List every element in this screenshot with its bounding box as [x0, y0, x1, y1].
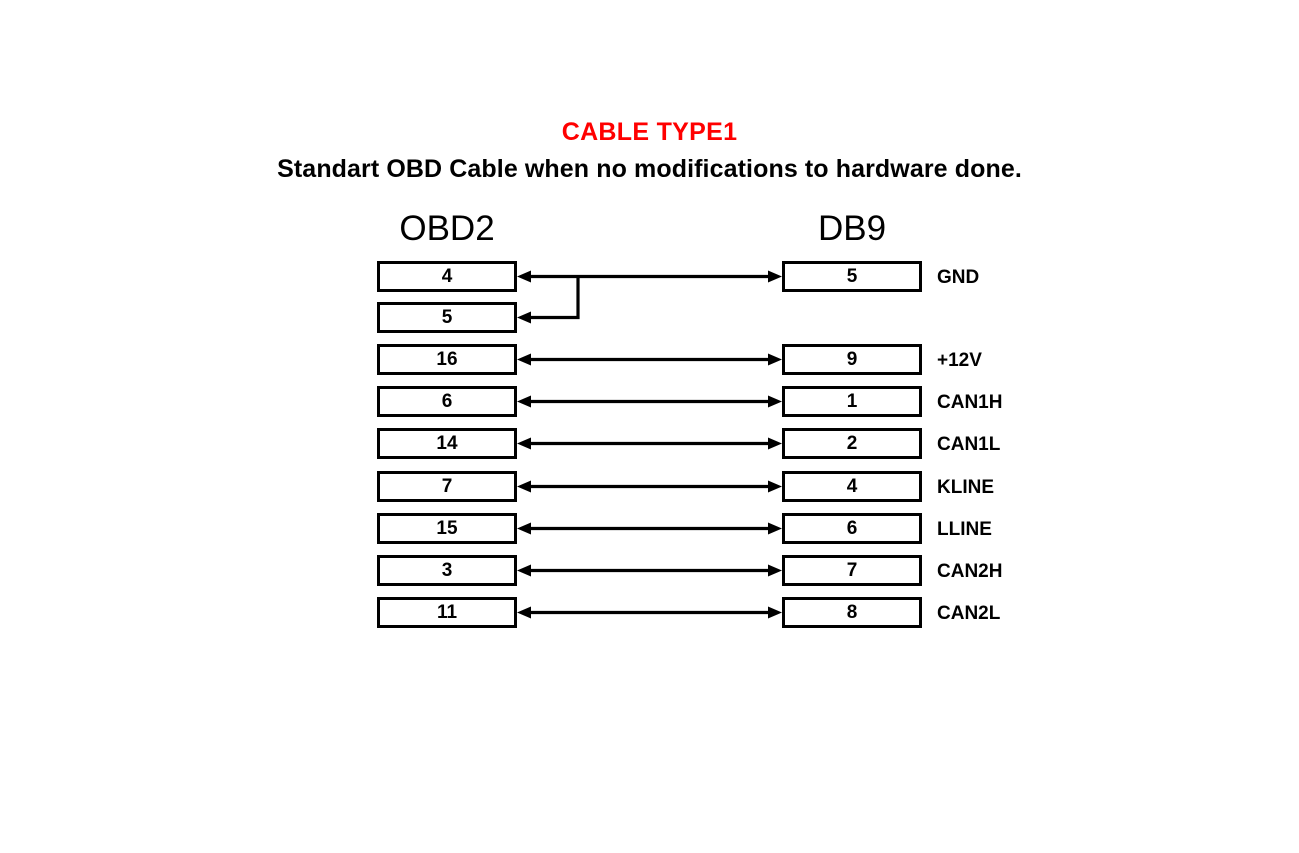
- db9-pin-box: 1: [782, 386, 922, 417]
- signal-label: LLINE: [937, 518, 992, 540]
- signal-label: CAN2H: [937, 560, 1003, 582]
- page-title: CABLE TYPE1: [561, 118, 738, 146]
- signal-label: CAN1L: [937, 433, 1001, 455]
- signal-label: +12V: [937, 349, 982, 371]
- obd2-pin-box: 6: [377, 386, 517, 417]
- signal-label: KLINE: [937, 476, 994, 498]
- column-header-obd2: OBD2: [399, 209, 495, 248]
- page-subtitle: Standart OBD Cable when no modifications…: [277, 155, 1022, 183]
- obd2-pin-box: 15: [377, 513, 517, 544]
- obd2-pin-box: 11: [377, 597, 517, 628]
- obd2-pin-box: 3: [377, 555, 517, 586]
- db9-pin-box: 7: [782, 555, 922, 586]
- db9-pin-box: 4: [782, 471, 922, 502]
- signal-label: GND: [937, 266, 980, 288]
- signal-label: CAN1H: [937, 391, 1003, 413]
- signal-label: CAN2L: [937, 602, 1001, 624]
- obd2-pin-box: 5: [377, 302, 517, 333]
- obd2-pin-box: 16: [377, 344, 517, 375]
- column-header-db9: DB9: [817, 209, 887, 248]
- db9-pin-box: 8: [782, 597, 922, 628]
- obd2-pin-box: 7: [377, 471, 517, 502]
- db9-pin-box: 9: [782, 344, 922, 375]
- db9-pin-box: 6: [782, 513, 922, 544]
- obd2-pin-box: 14: [377, 428, 517, 459]
- obd2-pin-box: 4: [377, 261, 517, 292]
- db9-pin-box: 2: [782, 428, 922, 459]
- db9-pin-box: 5: [782, 261, 922, 292]
